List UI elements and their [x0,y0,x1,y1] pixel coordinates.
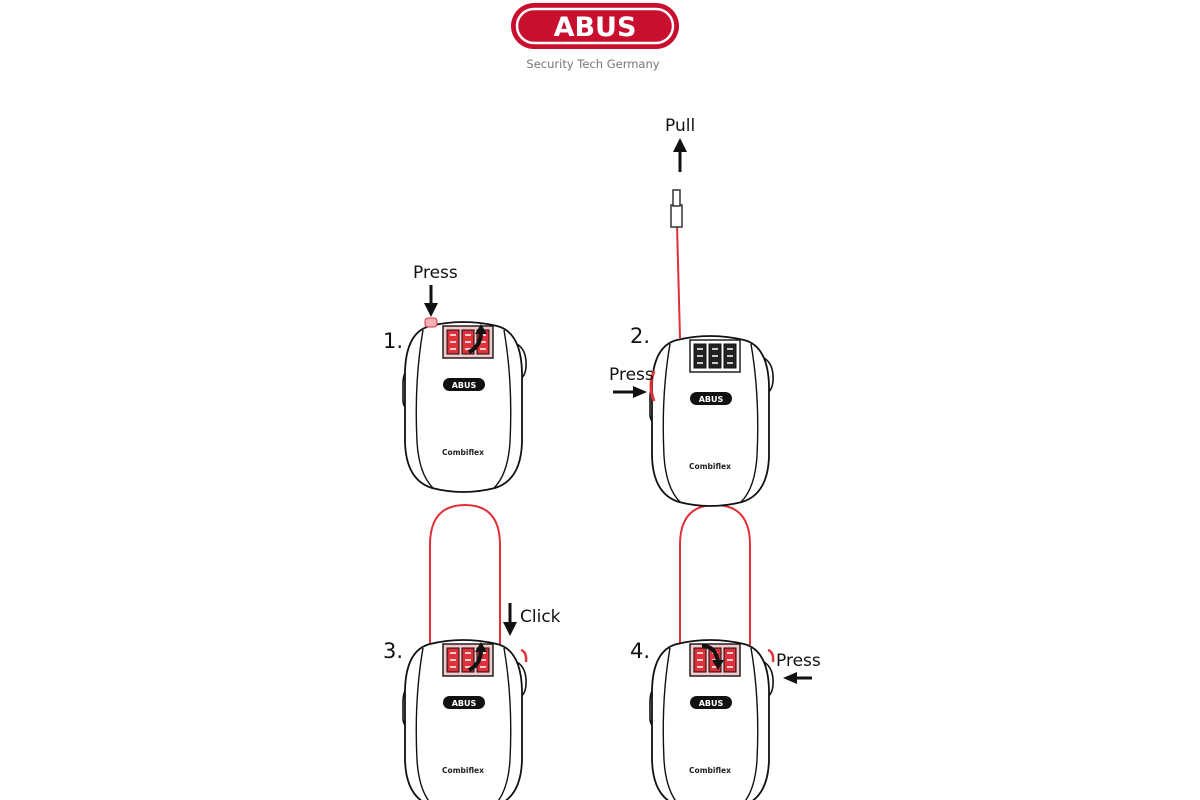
abus-logo: ABUS [511,3,679,49]
step-2-action-label: Press [609,365,654,385]
step-2-cable [670,189,683,339]
step-4-number: 4. [630,639,650,663]
arrow-down-icon [503,603,517,636]
product-name: Combiflex [442,766,484,775]
product-name: Combiflex [442,448,484,457]
logo-tagline: Security Tech Germany [526,57,659,71]
step-3-lock: ABUS Combiflex [402,639,528,800]
lock-body [404,639,523,800]
side-button[interactable] [767,648,775,663]
step-3-number: 3. [383,639,403,663]
step-2-pull-label: Pull [665,116,695,136]
abus-badge [443,378,485,391]
step-1-action-label: Press [413,263,458,283]
abus-badge-text: ABUS [699,699,724,708]
step-4-lock: ABUS Combiflex [649,639,775,800]
step-2-lock: ABUS Combiflex [649,335,774,507]
abus-badge-text: ABUS [699,395,724,404]
arrow-down-icon [424,285,438,317]
side-release-button[interactable] [649,370,656,402]
abus-badge [690,392,732,405]
step-3-action-label: Click [520,607,561,627]
rotate-down-arrow-icon [701,644,724,670]
release-button[interactable] [424,317,438,328]
step-4-cable-loop [679,503,751,645]
side-button[interactable] [520,648,528,663]
combination-dials[interactable] [442,642,494,677]
abus-badge [690,696,732,709]
product-name: Combiflex [689,766,731,775]
arrow-right-icon [613,386,647,398]
product-name: Combiflex [689,462,731,471]
step-2-number: 2. [630,324,650,348]
abus-badge [443,696,485,709]
lock-body [651,639,770,800]
arrow-left-icon [783,672,812,684]
arrow-up-icon [673,138,687,172]
step-3-cable-loop [429,503,501,645]
combination-dials[interactable] [689,643,741,677]
abus-badge-text: ABUS [452,381,477,390]
rotate-up-arrow-icon [468,324,487,354]
step-4-action-label: Press [776,651,821,671]
lock-body [651,335,770,507]
rotate-up-arrow-icon [468,642,487,672]
combination-dials[interactable] [442,324,494,359]
lock-body [404,321,523,493]
step-1-lock: ABUS Combiflex [402,317,527,493]
step-1-number: 1. [383,329,403,353]
abus-badge-text: ABUS [452,699,477,708]
combination-dials[interactable] [689,339,741,373]
logo-brand-text: ABUS [554,12,637,43]
